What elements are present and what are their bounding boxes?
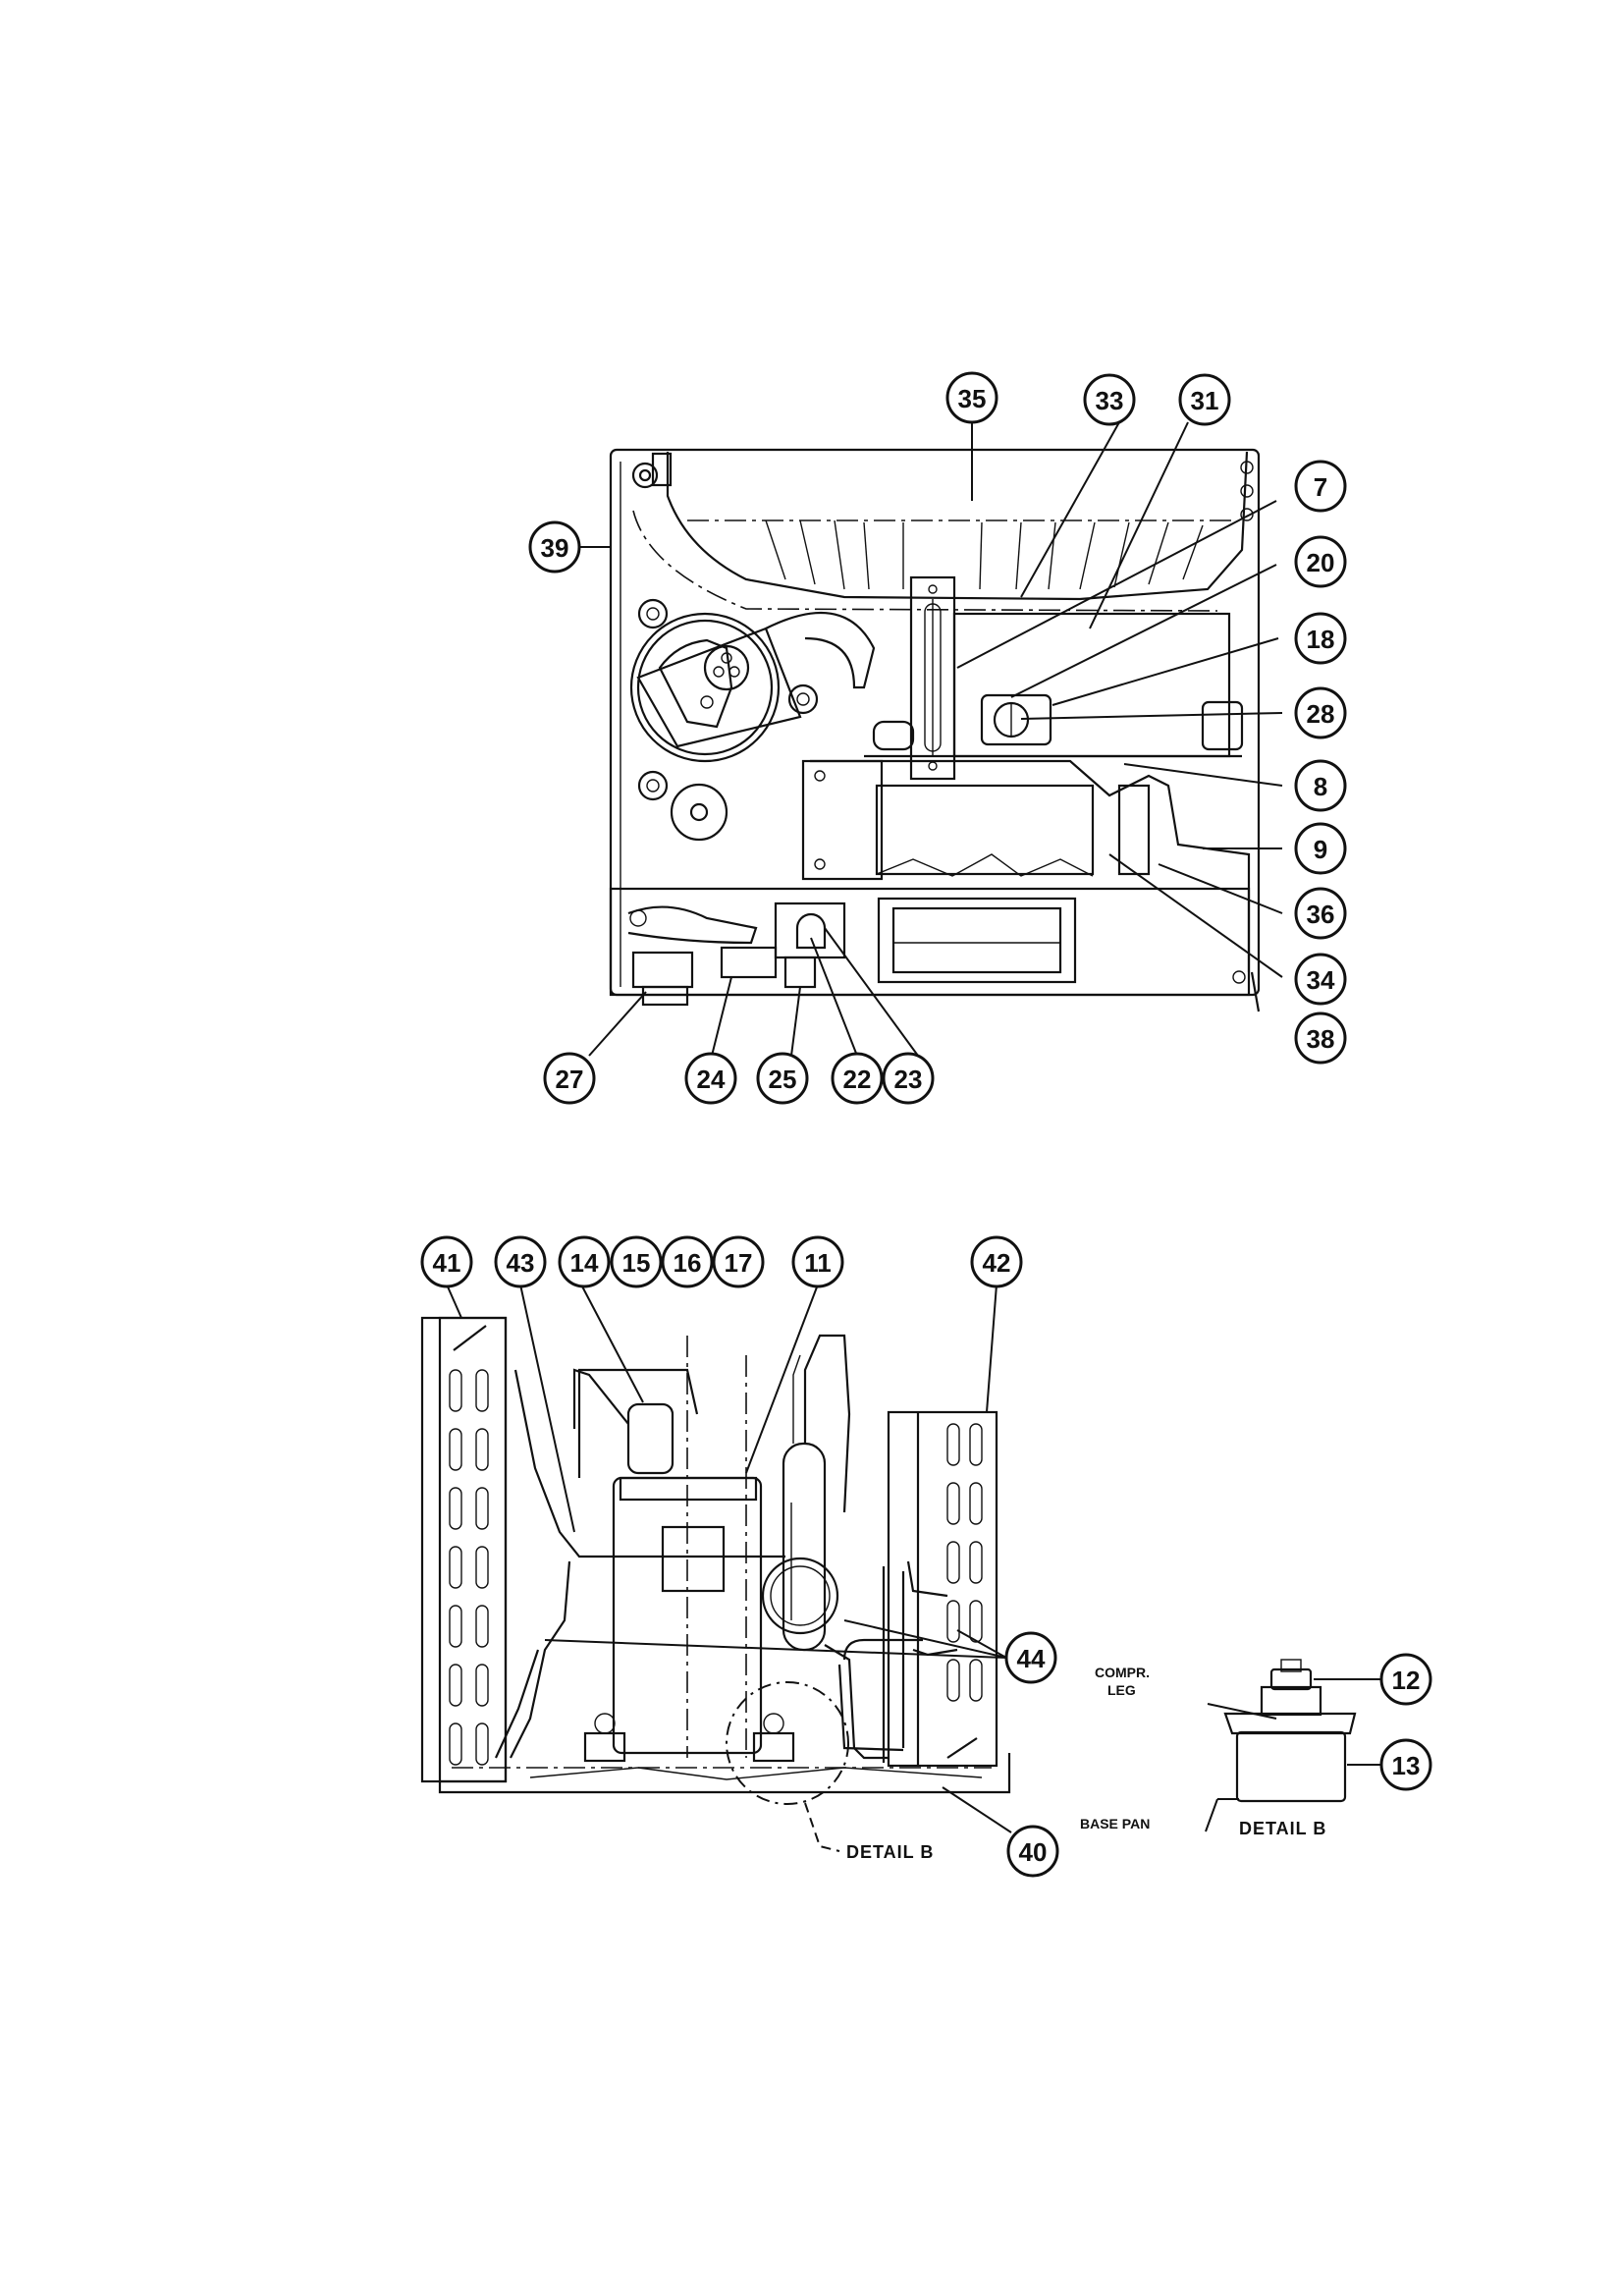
svg-text:39: 39 bbox=[541, 533, 569, 563]
coil-tubes-left bbox=[449, 1325, 489, 1766]
svg-text:11: 11 bbox=[804, 1248, 832, 1278]
callout-31: 31 bbox=[1178, 373, 1231, 426]
coil-tubes-right bbox=[946, 1423, 983, 1759]
compr-leg-label-line1: COMPR. bbox=[1095, 1665, 1150, 1680]
svg-text:31: 31 bbox=[1191, 386, 1219, 415]
svg-text:8: 8 bbox=[1314, 772, 1327, 801]
svg-text:40: 40 bbox=[1019, 1837, 1048, 1867]
callout-34: 34 bbox=[1294, 953, 1347, 1006]
svg-text:35: 35 bbox=[958, 384, 987, 413]
svg-text:13: 13 bbox=[1392, 1751, 1421, 1780]
callout-24: 24 bbox=[684, 1052, 737, 1105]
svg-text:28: 28 bbox=[1307, 699, 1335, 729]
callout-28: 28 bbox=[1294, 686, 1347, 739]
svg-text:14: 14 bbox=[570, 1248, 599, 1278]
compressor bbox=[583, 1336, 795, 1763]
callout-18: 18 bbox=[1294, 612, 1347, 665]
callout-36: 36 bbox=[1294, 887, 1347, 940]
lower-leaders bbox=[446, 1284, 1012, 1833]
accumulator bbox=[782, 1334, 851, 1652]
callout-44: 44 bbox=[1004, 1631, 1057, 1684]
detail-b-title: DETAIL B bbox=[1239, 1819, 1326, 1838]
svg-text:12: 12 bbox=[1392, 1666, 1421, 1695]
callout-9: 9 bbox=[1294, 822, 1347, 875]
callout-13: 13 bbox=[1379, 1738, 1432, 1791]
callout-43: 43 bbox=[494, 1235, 547, 1288]
detail-b-callouts: 12 13 COMPR. LEG BASE PAN DETAIL B bbox=[1080, 1653, 1432, 1838]
callout-42: 42 bbox=[970, 1235, 1023, 1288]
svg-text:41: 41 bbox=[433, 1248, 461, 1278]
detail-b-ref-label: DETAIL B bbox=[846, 1842, 934, 1862]
callout-7: 7 bbox=[1294, 460, 1347, 513]
svg-text:44: 44 bbox=[1017, 1644, 1046, 1673]
svg-text:42: 42 bbox=[983, 1248, 1011, 1278]
callout-17: 17 bbox=[712, 1235, 765, 1288]
svg-text:36: 36 bbox=[1307, 900, 1335, 929]
svg-text:22: 22 bbox=[843, 1065, 872, 1094]
callout-38: 38 bbox=[1294, 1011, 1347, 1065]
callout-16: 16 bbox=[661, 1235, 714, 1288]
upper-callouts: 35 33 31 7 20 18 28 8 9 36 34 38 39 27 2… bbox=[528, 371, 1347, 1105]
callout-11: 11 bbox=[791, 1235, 844, 1288]
callout-12: 12 bbox=[1379, 1653, 1432, 1706]
control-section bbox=[609, 575, 1261, 1012]
callout-20: 20 bbox=[1294, 535, 1347, 588]
callout-41: 41 bbox=[420, 1235, 473, 1288]
base-pan-label: BASE PAN bbox=[1080, 1816, 1150, 1831]
callout-8: 8 bbox=[1294, 759, 1347, 812]
callout-27: 27 bbox=[543, 1052, 596, 1105]
svg-text:23: 23 bbox=[894, 1065, 923, 1094]
svg-text:24: 24 bbox=[697, 1065, 726, 1094]
svg-text:7: 7 bbox=[1314, 472, 1327, 502]
callout-25: 25 bbox=[756, 1052, 809, 1105]
svg-text:27: 27 bbox=[556, 1065, 584, 1094]
svg-text:20: 20 bbox=[1307, 548, 1335, 577]
callout-14: 14 bbox=[558, 1235, 611, 1288]
callout-39: 39 bbox=[528, 520, 581, 574]
callout-35: 35 bbox=[945, 371, 998, 424]
callout-15: 15 bbox=[610, 1235, 663, 1288]
detail-b-view bbox=[1205, 1659, 1384, 1832]
callout-23: 23 bbox=[882, 1052, 935, 1105]
svg-text:16: 16 bbox=[674, 1248, 702, 1278]
svg-text:17: 17 bbox=[725, 1248, 753, 1278]
svg-text:18: 18 bbox=[1307, 625, 1335, 654]
fan-motor bbox=[629, 598, 876, 842]
svg-text:15: 15 bbox=[622, 1248, 651, 1278]
svg-text:38: 38 bbox=[1307, 1024, 1335, 1054]
svg-text:33: 33 bbox=[1096, 386, 1124, 415]
tubing bbox=[495, 1368, 958, 1763]
svg-text:43: 43 bbox=[507, 1248, 535, 1278]
lower-compressor-view bbox=[420, 1284, 1012, 1852]
callout-33: 33 bbox=[1083, 373, 1136, 426]
callout-40: 40 bbox=[1006, 1825, 1059, 1878]
lower-callouts: 41 43 14 15 16 17 11 42 44 40 DETAIL B bbox=[420, 1235, 1059, 1878]
callout-22: 22 bbox=[831, 1052, 884, 1105]
blower-vanes bbox=[765, 519, 1204, 590]
compr-leg-label-line2: LEG bbox=[1107, 1682, 1136, 1698]
upper-chassis-view bbox=[579, 420, 1283, 1057]
svg-text:9: 9 bbox=[1314, 835, 1327, 864]
svg-text:34: 34 bbox=[1307, 965, 1335, 995]
detail-b-circle bbox=[726, 1681, 849, 1805]
svg-text:25: 25 bbox=[769, 1065, 797, 1094]
upper-leaders bbox=[579, 420, 1283, 1057]
